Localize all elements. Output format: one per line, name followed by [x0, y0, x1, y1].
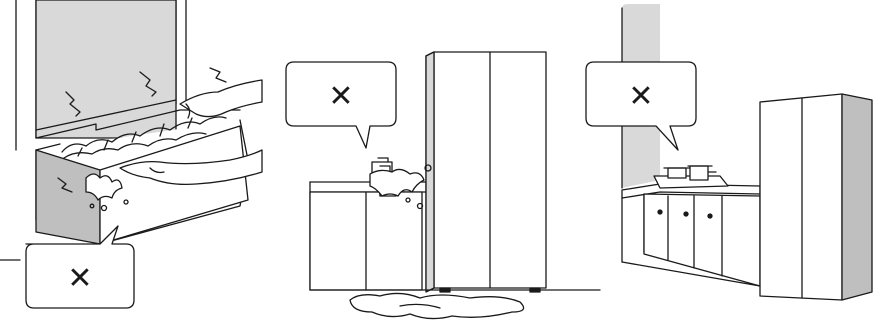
- panel-drawer-overflow: ✕: [0, 0, 263, 323]
- panel-fridge-near-stove: ✕: [585, 4, 873, 301]
- prohibited-x-icon: ✕: [628, 79, 653, 114]
- panel-dispenser-spill: ✕: [285, 51, 601, 320]
- warning-bubble: [585, 61, 697, 151]
- warning-bubble: [285, 61, 397, 149]
- prohibited-x-icon: ✕: [328, 79, 353, 114]
- warning-bubble: [25, 225, 135, 309]
- prohibited-x-icon: ✕: [67, 261, 92, 296]
